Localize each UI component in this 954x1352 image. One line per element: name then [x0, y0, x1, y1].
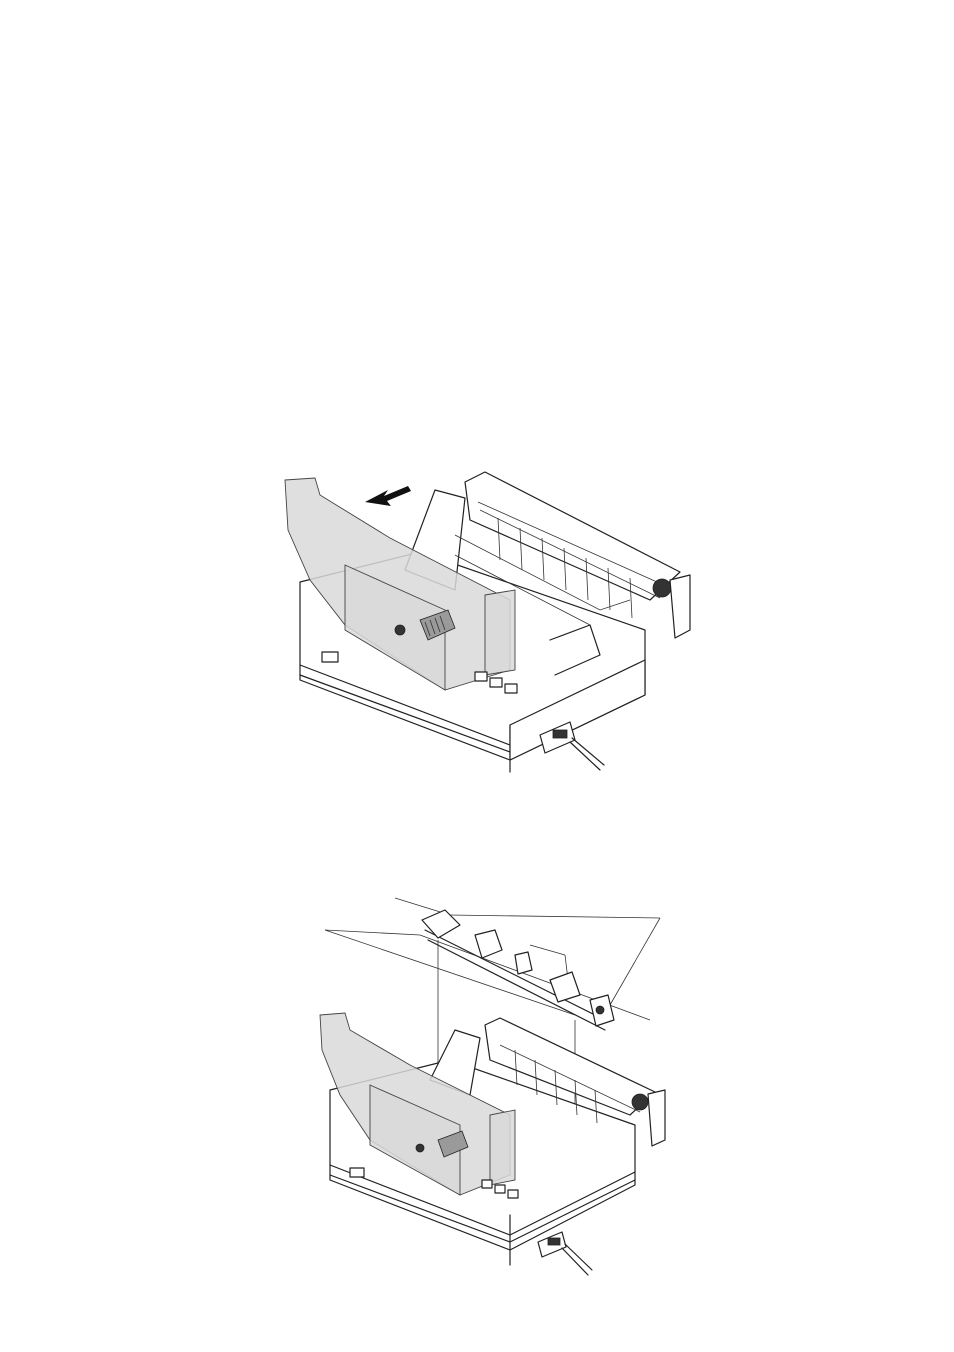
interface-cable [538, 1232, 592, 1275]
left-arrow-icon [365, 486, 411, 506]
printer-illustration-top [270, 460, 710, 790]
figure-printer-cover-removal [270, 460, 710, 790]
tractor-unit [422, 910, 614, 1030]
printer-illustration-bottom [310, 880, 690, 1290]
figure-tractor-installation [310, 880, 690, 1290]
